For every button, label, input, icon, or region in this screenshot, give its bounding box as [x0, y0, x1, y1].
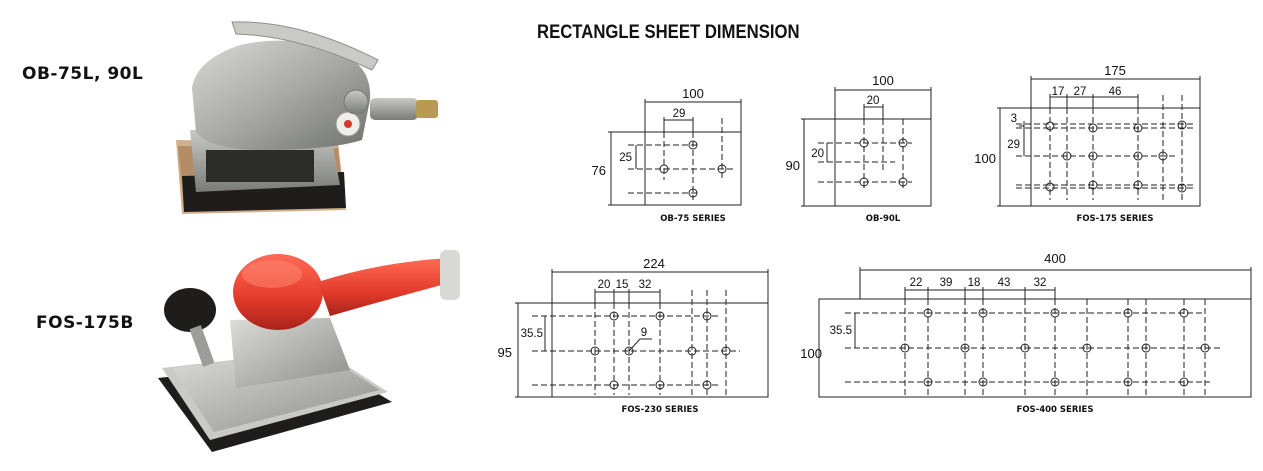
ob90-width-label: 100 [872, 73, 894, 88]
fos230-sheet-drawing [515, 269, 769, 398]
fos400-series-caption: FOS-400 SERIES [1017, 405, 1094, 415]
fos400-height-label: 100 [800, 346, 822, 361]
fos400-d2-label: 39 [940, 277, 953, 289]
fos400-width-label: 400 [1044, 251, 1066, 266]
fos175-height-label: 100 [974, 151, 996, 166]
fos175-d4-label: 3 [1011, 113, 1017, 125]
fos230-d4-label: 35.5 [521, 328, 543, 340]
ob90-height-label: 90 [786, 158, 800, 173]
fos400-d3-label: 18 [968, 277, 981, 289]
fos175-d5-label: 29 [1007, 139, 1020, 151]
fos230-d2-label: 15 [616, 279, 629, 291]
fos230-series-caption: FOS-230 SERIES [622, 405, 699, 415]
ob90-sheet-drawing [801, 87, 932, 207]
fos230-d1-label: 20 [598, 279, 611, 291]
ob75-width-label: 100 [682, 86, 704, 101]
fos175-width-label: 175 [1104, 63, 1126, 78]
fos230-d3-label: 32 [639, 279, 652, 291]
fos175b-sander-image [158, 250, 460, 452]
fos175-sheet-drawing [997, 76, 1201, 207]
fos400-d1-label: 22 [910, 277, 923, 289]
model-label-fos175b: FOS-175B [36, 313, 134, 333]
fos230-height-label: 95 [498, 345, 512, 360]
fos400-d6-label: 35.5 [830, 325, 852, 337]
fos175-d3-label: 46 [1109, 86, 1122, 98]
fos230-width-label: 224 [643, 256, 665, 271]
fos400-sheet-drawing [818, 267, 1252, 398]
fos175-d2-label: 27 [1074, 86, 1087, 98]
ob90-d1-label: 20 [867, 95, 880, 107]
fos175-d1-label: 17 [1052, 86, 1065, 98]
model-label-ob75l-90l: OB-75L, 90L [22, 64, 144, 84]
fos400-d5-label: 32 [1034, 277, 1047, 289]
ob75-d1-label: 29 [673, 108, 686, 120]
fos230-d5-label: 9 [641, 327, 647, 339]
fos400-d4-label: 43 [998, 277, 1011, 289]
ob90-d2-label: 20 [811, 148, 824, 160]
page-title: RECTANGLE SHEET DIMENSION [537, 22, 800, 43]
ob75l-sander-image [176, 21, 438, 214]
ob90-series-caption: OB-90L [866, 214, 901, 224]
ob75-height-label: 76 [592, 163, 606, 178]
ob75-series-caption: OB-75 SERIES [660, 214, 726, 224]
ob75-sheet-drawing [608, 99, 742, 206]
fos175-series-caption: FOS-175 SERIES [1077, 214, 1154, 224]
ob75-d2-label: 25 [619, 152, 632, 164]
